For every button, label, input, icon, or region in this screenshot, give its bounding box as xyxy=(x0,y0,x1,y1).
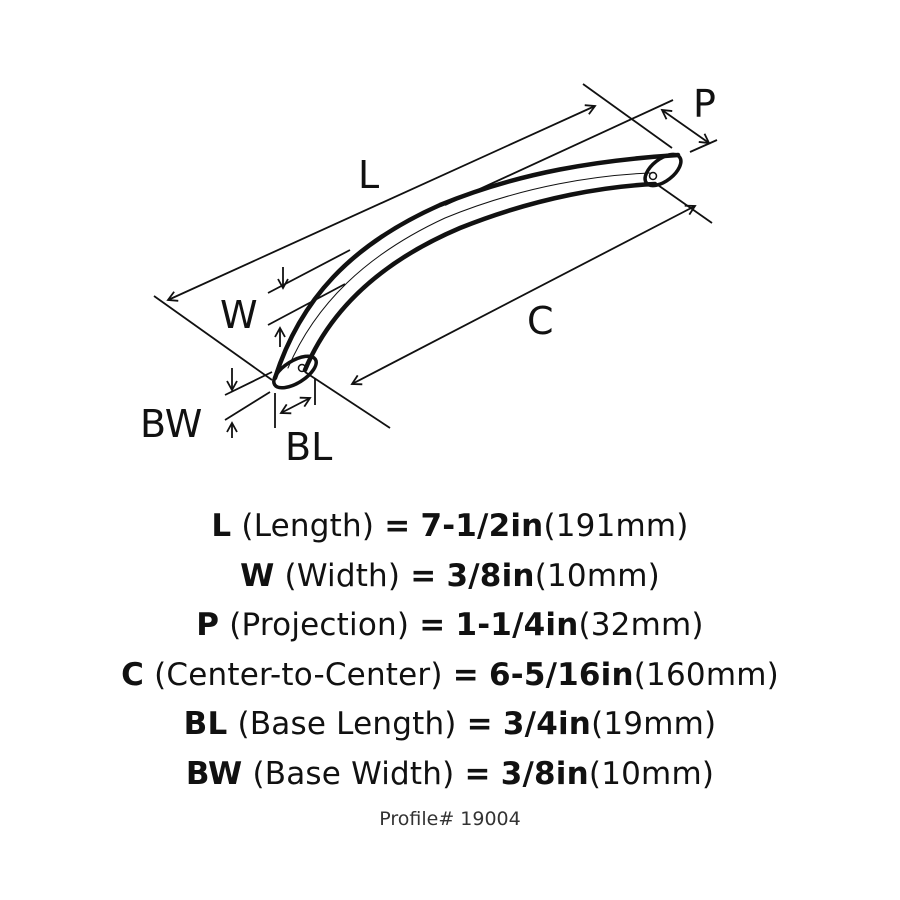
label-W: W xyxy=(220,293,258,337)
spec-inch: 7-1/2in xyxy=(420,508,544,544)
spec-row-base-length: BL (Base Length) = 3/4in(19mm) xyxy=(0,700,900,750)
spec-inch: 6-5/16in xyxy=(488,656,634,693)
spec-eq: = xyxy=(466,706,493,742)
spec-key: C xyxy=(121,656,145,693)
spec-row-length: L (Length) = 7-1/2in(191mm) xyxy=(0,502,900,552)
handle-body xyxy=(272,152,683,390)
label-P: P xyxy=(693,82,716,126)
label-BW: BW xyxy=(140,402,202,446)
spec-eq: = xyxy=(384,508,411,544)
label-L: L xyxy=(358,153,379,197)
spec-row-base-width: BW (Base Width) = 3/8in(10mm) xyxy=(0,750,900,800)
spec-inch: 3/8in xyxy=(446,557,535,594)
spec-name: (Base Width) xyxy=(252,755,455,792)
dimension-lines xyxy=(153,83,718,438)
spec-key: L xyxy=(211,508,232,544)
spec-name: (Center-to-Center) xyxy=(154,656,443,693)
spec-key: W xyxy=(240,557,275,594)
label-C: C xyxy=(527,299,554,343)
spec-eq: = xyxy=(419,607,446,643)
spec-name: (Base Length) xyxy=(237,706,457,742)
spec-eq: = xyxy=(452,656,479,693)
spec-mm: (10mm) xyxy=(534,557,660,594)
spec-key: P xyxy=(196,607,220,643)
spec-name: (Length) xyxy=(241,508,375,544)
spec-name: (Projection) xyxy=(229,607,410,643)
profile-number: Profile# 19004 xyxy=(379,808,521,830)
spec-mm: (19mm) xyxy=(591,706,717,742)
spec-inch: 3/8in xyxy=(500,755,589,792)
spec-mm: (10mm) xyxy=(588,755,715,792)
spec-mm: (160mm) xyxy=(633,656,779,693)
spec-row-width: W (Width) = 3/8in(10mm) xyxy=(0,552,900,602)
spec-list: L (Length) = 7-1/2in(191mm) W (Width) = … xyxy=(0,502,900,799)
handle-dimension-drawing: L P C W BW BL xyxy=(140,82,718,469)
label-BL: BL xyxy=(285,425,332,469)
spec-mm: (32mm) xyxy=(578,607,704,643)
spec-inch: 1-1/4in xyxy=(455,607,579,643)
spec-key: BL xyxy=(183,706,228,742)
spec-mm: (191mm) xyxy=(543,508,689,544)
spec-name: (Width) xyxy=(284,557,401,594)
spec-inch: 3/4in xyxy=(502,706,592,742)
spec-key: BW xyxy=(185,755,243,792)
spec-eq: = xyxy=(464,755,491,792)
spec-row-center-to-center: C (Center-to-Center) = 6-5/16in(160mm) xyxy=(0,651,900,701)
spec-eq: = xyxy=(410,557,437,594)
spec-row-projection: P (Projection) = 1-1/4in(32mm) xyxy=(0,601,900,651)
